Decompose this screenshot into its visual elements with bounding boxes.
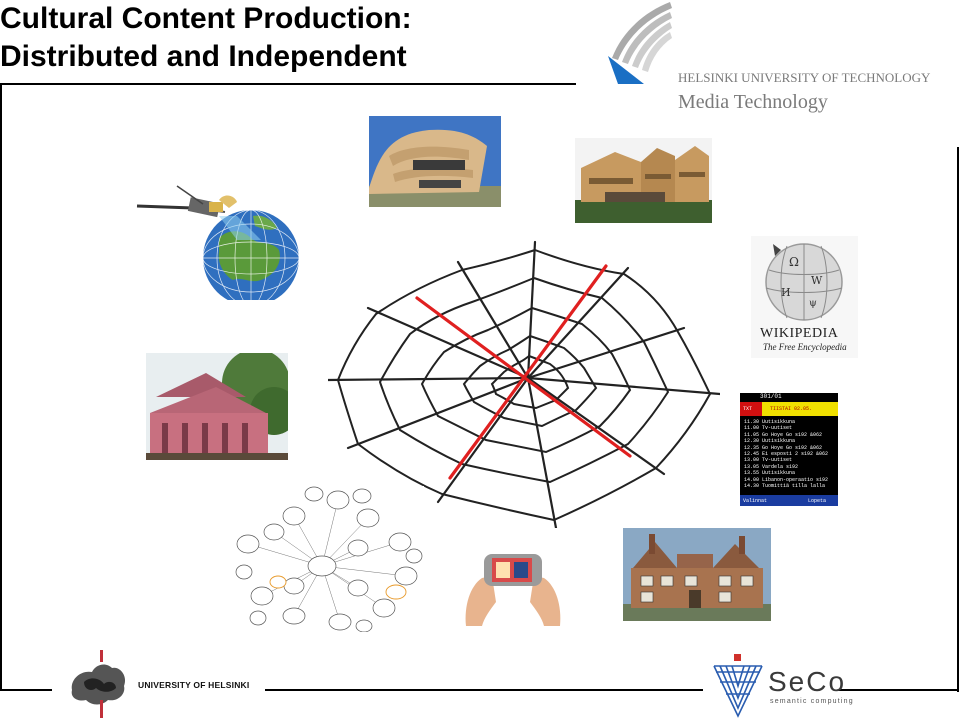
library-building-image — [575, 138, 712, 223]
frame-right-border — [957, 147, 959, 692]
teletext-line: 13.05 Vardela s192 — [744, 463, 799, 470]
teletext-line: 12.45 Ei esposti 2 s192 &062 — [744, 451, 829, 458]
concept-network-image — [234, 486, 424, 632]
footer-line-right — [838, 689, 959, 691]
title-underline — [0, 83, 576, 85]
teletext-channel-box — [740, 402, 762, 416]
footer-line-middle — [265, 689, 703, 691]
satellite-globe-image — [133, 180, 308, 300]
university-of-helsinki-text: UNIVERSITY OF HELSINKI — [138, 680, 250, 690]
spider-web-image — [328, 238, 720, 528]
teletext-line: 13.00 Tv-uutiset — [744, 457, 793, 464]
teletext-line: 11.05 Go Hoye Go s192 &062 — [744, 431, 823, 438]
slide-title-line-2: Distributed and Independent — [0, 40, 407, 73]
seco-logo: SeCo semantic computing — [712, 654, 854, 718]
teletext-line: 12.30 Uutisikkuna — [744, 438, 796, 445]
hut-department-name: Media Technology — [678, 91, 828, 113]
seco-subtitle: semantic computing — [770, 698, 854, 705]
teletext-page-number: 301/01 — [760, 393, 782, 400]
manor-house-image — [623, 528, 771, 621]
footer-line-left — [0, 689, 52, 691]
seco-funnel-icon — [713, 654, 763, 718]
teletext-line: 14.00 Libanon-operaatio s192 — [744, 476, 829, 483]
teletext-channel: TXT — [743, 406, 753, 412]
svg-text:И: И — [781, 286, 791, 299]
seco-wordmark: SeCo — [768, 666, 847, 697]
svg-text:Ω: Ω — [789, 255, 799, 269]
temple-building-image — [146, 353, 288, 460]
teletext-line: 13.55 Uutisikkuna — [744, 470, 796, 477]
frame-left-border — [0, 83, 2, 690]
museum-building-image — [369, 116, 501, 207]
teletext-footer-right: Lopeta — [808, 498, 827, 504]
helsinki-flame-icon — [71, 650, 126, 718]
teletext-header-bar: TXT TIISTAI 02.05. — [740, 402, 838, 416]
wikipedia-globe-icon: Ω W И ψ — [765, 243, 843, 321]
teletext-footer-bar: Valinnat Lopeta — [740, 495, 838, 506]
teletext-line: 14.30 Tuomittiä tilla lalla — [744, 483, 826, 490]
wikipedia-logo: Ω W И ψ WIKIPEDIA The Free Encyclopedia — [751, 236, 858, 358]
slide-title-line-1: Cultural Content Production: — [0, 2, 412, 35]
svg-text:W: W — [811, 274, 823, 287]
hut-logo: HELSINKI UNIVERSITY OF TECHNOLOGY Media … — [600, 0, 960, 120]
svg-text:ψ: ψ — [809, 298, 817, 309]
handheld-device-image — [462, 546, 564, 626]
teletext-line: 12.35 Go Hoye Go s192 &062 — [744, 444, 823, 451]
university-of-helsinki-logo: UNIVERSITY OF HELSINKI — [66, 650, 266, 718]
slide-title: Cultural Content Production: Distributed… — [0, 0, 560, 76]
wikipedia-tagline: The Free Encyclopedia — [763, 342, 847, 352]
teletext-line: 11.30 Uutisikkuna — [744, 419, 796, 425]
hut-wing-icon — [608, 2, 672, 84]
teletext-screen: 301/01 TXT TIISTAI 02.05. 11.30 Uutisikk… — [740, 393, 838, 506]
teletext-footer-left: Valinnat — [743, 498, 768, 504]
teletext-listing: 11.30 Uutisikkuna 11.00 Tv-uutiset 11.05… — [744, 419, 836, 489]
wikipedia-wordmark: WIKIPEDIA — [760, 326, 839, 341]
teletext-date: TIISTAI 02.05. — [770, 406, 813, 412]
hut-university-name: HELSINKI UNIVERSITY OF TECHNOLOGY — [678, 70, 931, 85]
teletext-line: 11.00 Tv-uutiset — [744, 425, 793, 432]
